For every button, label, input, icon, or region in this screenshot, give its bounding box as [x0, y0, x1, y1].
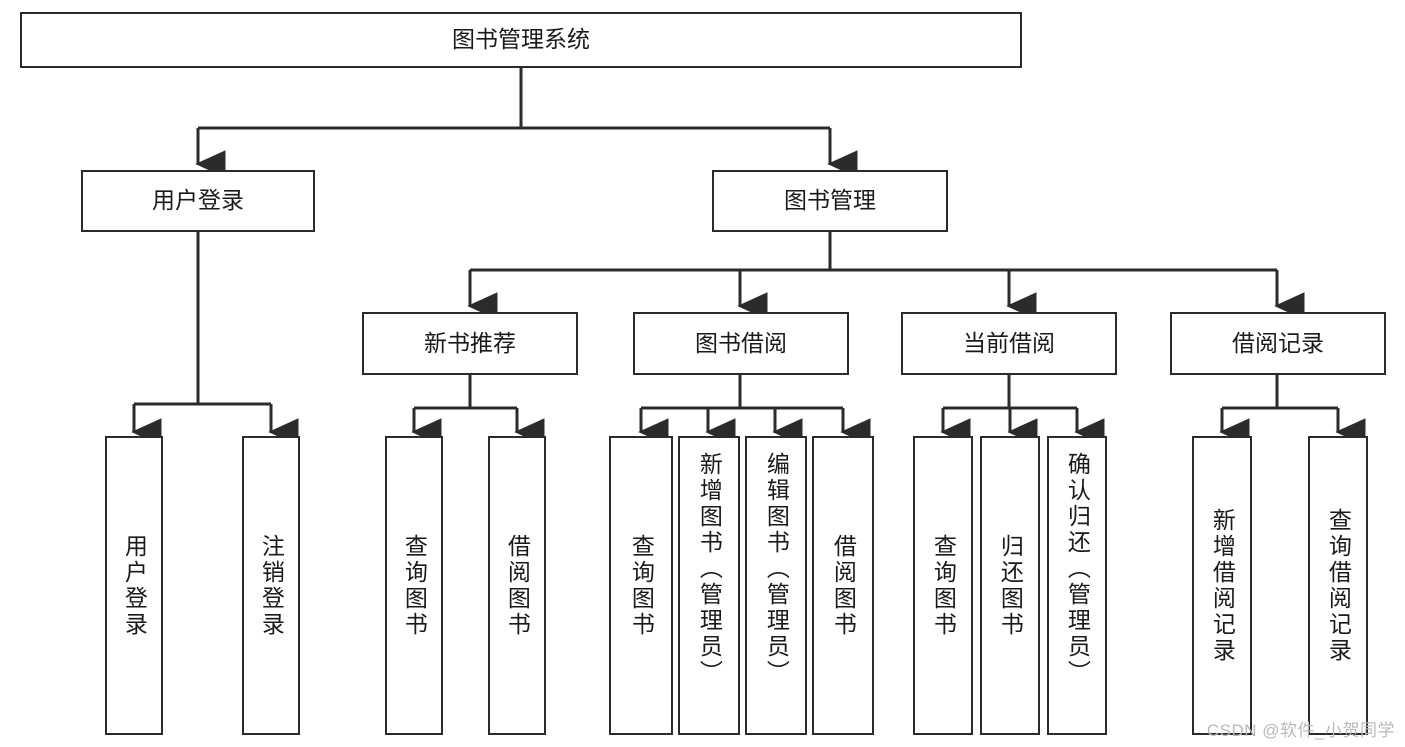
node-leaf-edit-book[interactable]: 编辑图书（管理员） — [745, 436, 807, 735]
node-new-book-recommend[interactable]: 新书推荐 — [362, 312, 578, 375]
node-root-label: 图书管理系统 — [452, 26, 590, 53]
node-leaf-return-book[interactable]: 归还图书 — [980, 436, 1040, 735]
node-book-borrow-label: 图书借阅 — [695, 329, 787, 356]
node-leaf-add-book-label: 新增图书（管理员） — [696, 452, 723, 686]
node-leaf-return-book-label: 归还图书 — [997, 533, 1024, 638]
node-leaf-confirm-return[interactable]: 确认归还（管理员） — [1047, 436, 1107, 735]
node-leaf-user-logout-label: 注销登录 — [258, 533, 285, 638]
node-current-borrow-label: 当前借阅 — [963, 329, 1055, 356]
node-leaf-query-book-3-label: 查询图书 — [930, 533, 957, 638]
node-borrow-record-label: 借阅记录 — [1232, 329, 1324, 356]
node-leaf-add-record[interactable]: 新增借阅记录 — [1192, 436, 1252, 735]
node-book-manage[interactable]: 图书管理 — [712, 170, 948, 232]
node-leaf-query-book-3[interactable]: 查询图书 — [913, 436, 973, 735]
node-leaf-query-book-2[interactable]: 查询图书 — [609, 436, 673, 735]
watermark: CSDN @软件_小贺同学 — [1206, 721, 1395, 740]
node-book-manage-label: 图书管理 — [784, 187, 876, 214]
node-leaf-user-logout[interactable]: 注销登录 — [242, 436, 300, 735]
node-leaf-user-login-label: 用户登录 — [121, 533, 148, 638]
node-leaf-borrow-book-2-label: 借阅图书 — [830, 533, 857, 638]
node-leaf-add-record-label: 新增借阅记录 — [1209, 507, 1236, 664]
node-root[interactable]: 图书管理系统 — [20, 12, 1022, 68]
node-new-book-recommend-label: 新书推荐 — [424, 329, 516, 356]
node-current-borrow[interactable]: 当前借阅 — [901, 312, 1117, 375]
node-leaf-query-book-1[interactable]: 查询图书 — [385, 436, 443, 735]
node-book-borrow[interactable]: 图书借阅 — [633, 312, 849, 375]
node-leaf-query-record-label: 查询借阅记录 — [1325, 507, 1352, 664]
node-user-login-label: 用户登录 — [152, 187, 244, 214]
node-leaf-add-book[interactable]: 新增图书（管理员） — [678, 436, 740, 735]
node-leaf-query-book-2-label: 查询图书 — [628, 533, 655, 638]
node-leaf-query-record[interactable]: 查询借阅记录 — [1308, 436, 1368, 735]
node-leaf-confirm-return-label: 确认归还（管理员） — [1064, 452, 1091, 686]
node-user-login[interactable]: 用户登录 — [81, 170, 315, 232]
node-leaf-borrow-book-1[interactable]: 借阅图书 — [488, 436, 546, 735]
node-leaf-user-login[interactable]: 用户登录 — [105, 436, 163, 735]
node-leaf-query-book-1-label: 查询图书 — [401, 533, 428, 638]
node-borrow-record[interactable]: 借阅记录 — [1170, 312, 1386, 375]
node-leaf-borrow-book-1-label: 借阅图书 — [504, 533, 531, 638]
node-leaf-edit-book-label: 编辑图书（管理员） — [763, 452, 790, 686]
node-leaf-borrow-book-2[interactable]: 借阅图书 — [812, 436, 874, 735]
